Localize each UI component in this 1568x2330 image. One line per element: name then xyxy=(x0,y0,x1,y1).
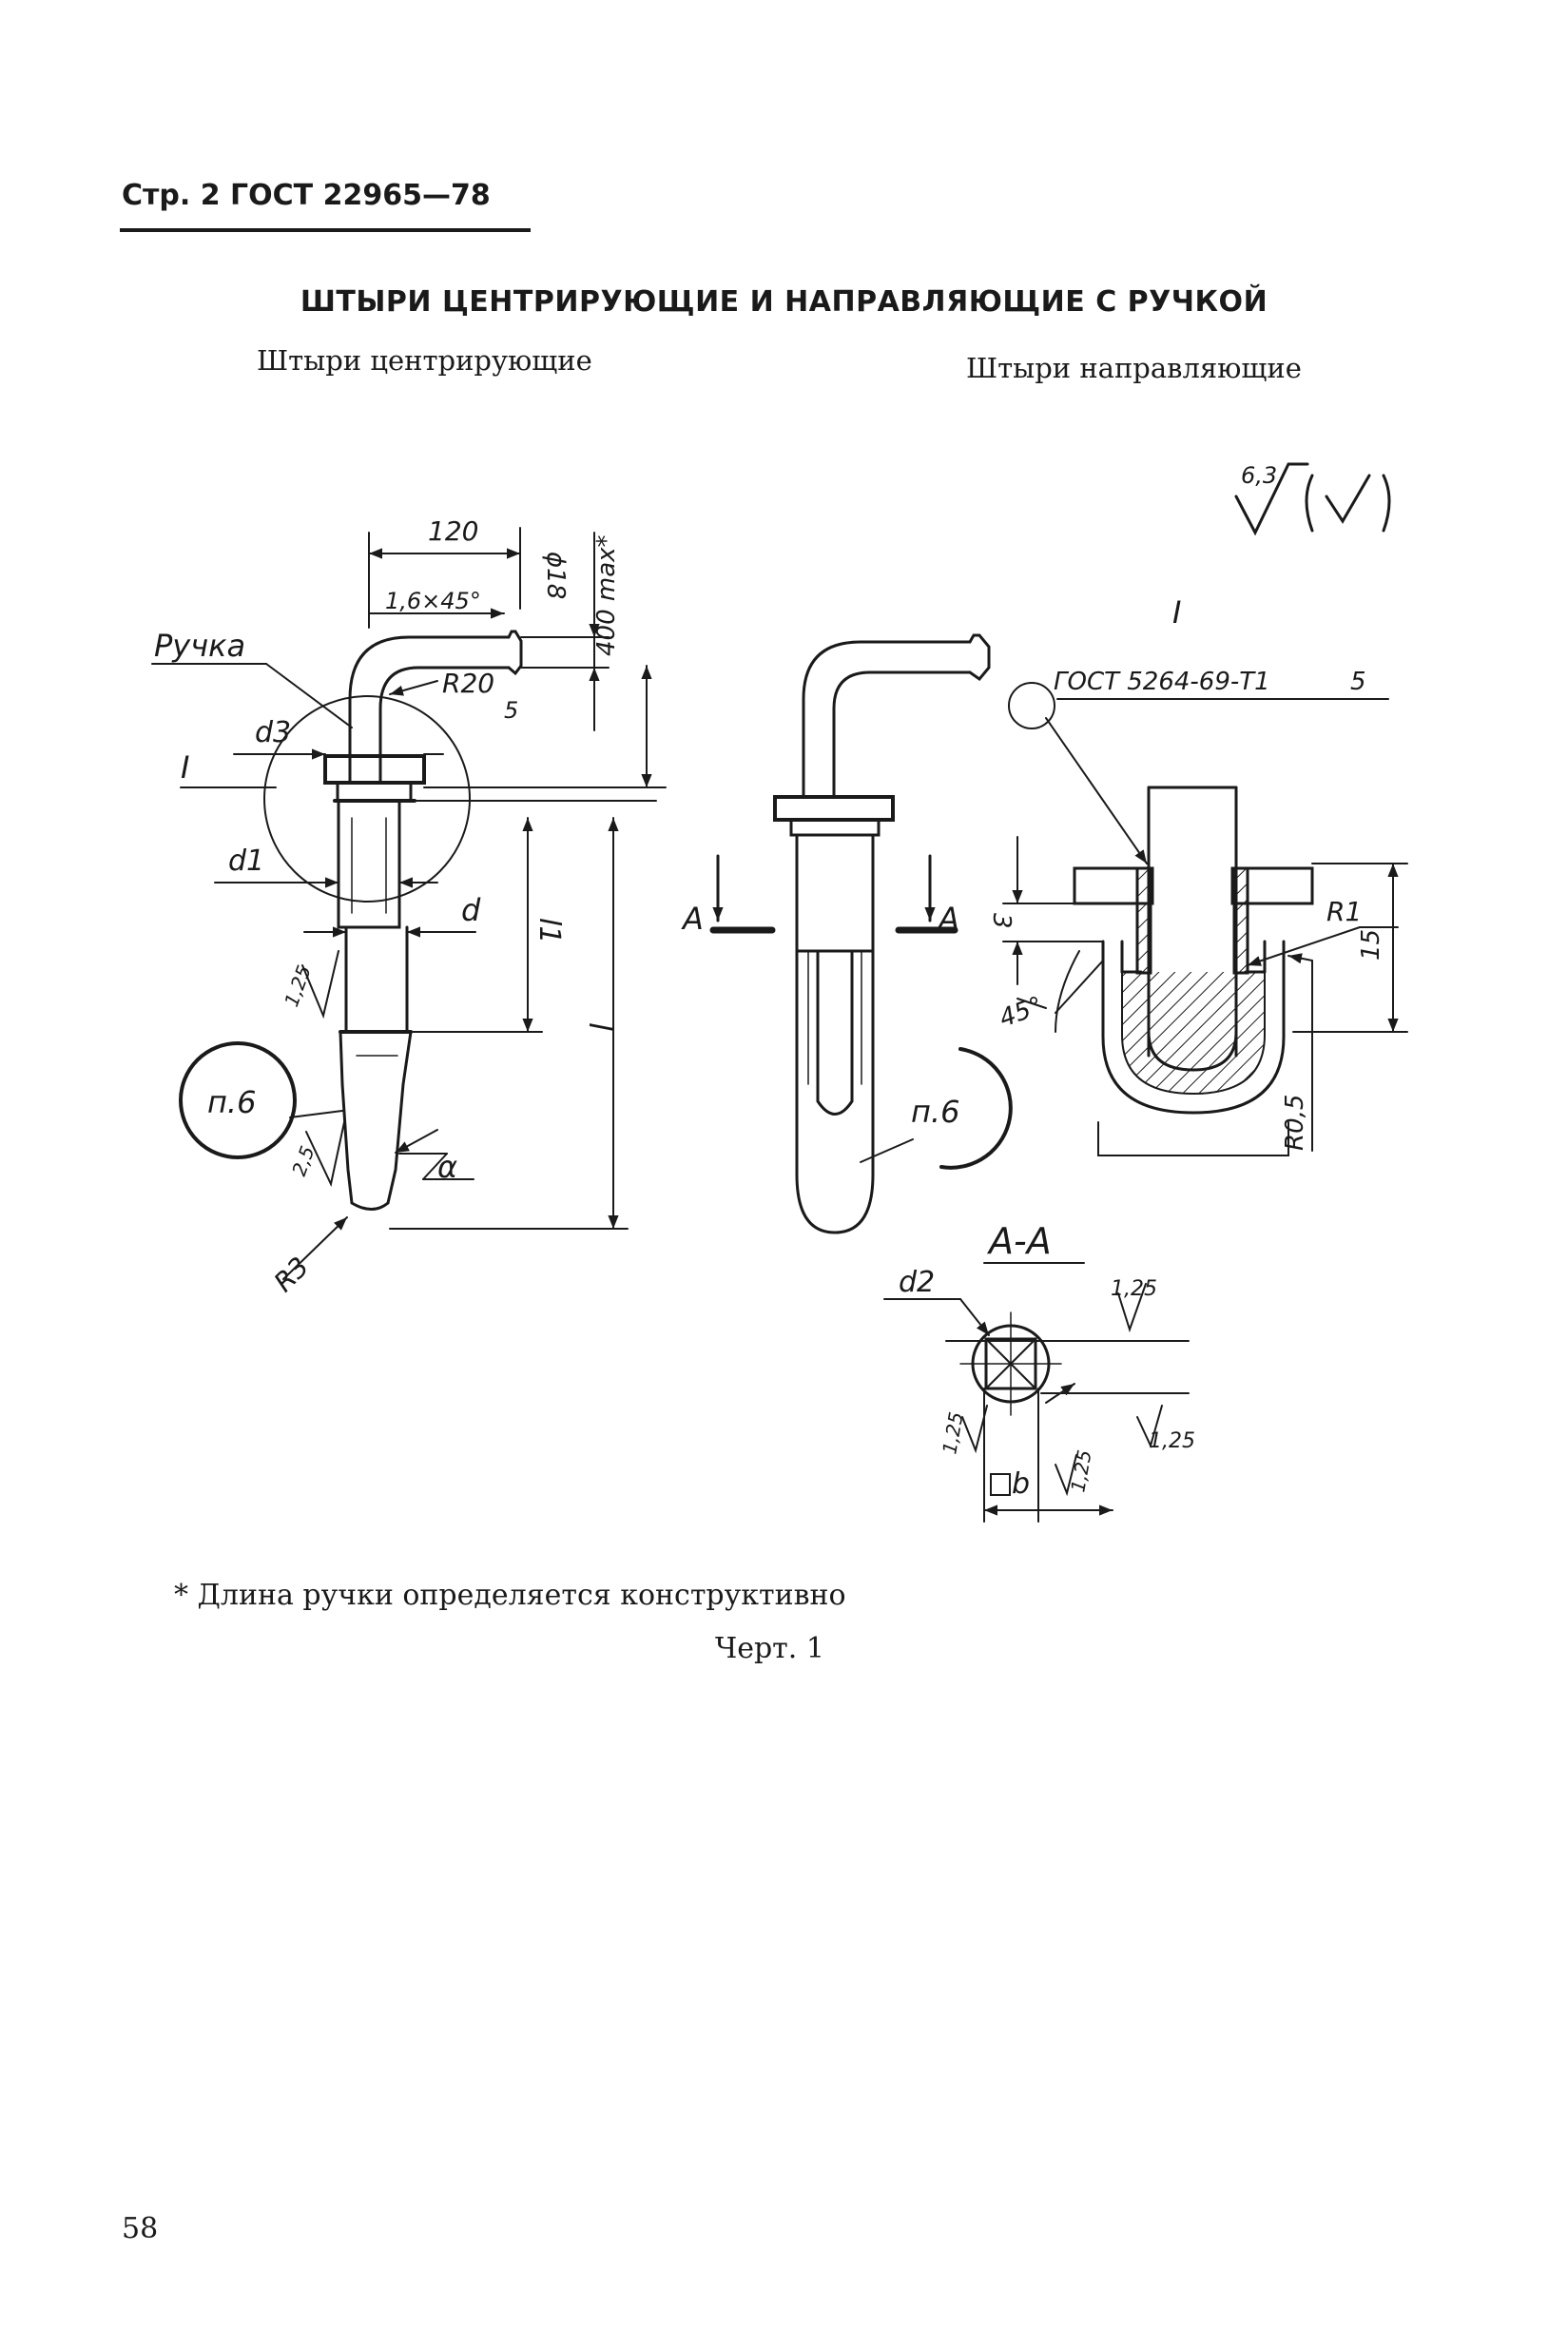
section-mark-A-left: A xyxy=(681,901,704,937)
label-d: d xyxy=(461,892,481,928)
label-5: 5 xyxy=(504,697,518,724)
subtitle-guide-pins: Штыри направляющие xyxy=(966,352,1302,384)
label-alpha: α xyxy=(437,1149,457,1185)
page-header: Стр. 2 ГОСТ 22965—78 xyxy=(122,179,491,212)
page-number: 58 xyxy=(122,2212,159,2245)
figure-caption: Черт. 1 xyxy=(715,1632,824,1665)
dim-400-max: 400 max* xyxy=(592,534,621,656)
detail-dimensions xyxy=(1002,836,1408,1152)
label-dim-15: 15 xyxy=(1357,929,1385,961)
label-aa-roughness-left: 1,25 xyxy=(938,1410,967,1456)
note-p6-middle: п.6 xyxy=(911,1094,959,1130)
label-d2: d2 xyxy=(899,1266,935,1299)
label-aa-roughness-right: 1,25 xyxy=(1149,1429,1195,1453)
surface-roughness-symbol xyxy=(1234,462,1391,536)
label-b: b xyxy=(1012,1467,1030,1501)
label-d1: d1 xyxy=(228,845,264,878)
label-l: l xyxy=(582,1022,618,1031)
detail-I-view xyxy=(1008,682,1389,1156)
left-roughness-marks xyxy=(301,950,345,1188)
label-l1: l1 xyxy=(532,918,566,943)
dim-diameter-18: ϕ18 xyxy=(541,552,570,599)
label-aa-roughness-top: 1,25 xyxy=(1111,1277,1157,1301)
label-gost-weld: ГОСТ 5264-69-Т1 xyxy=(1054,668,1270,696)
label-detail-I: I xyxy=(1172,594,1181,631)
section-markers xyxy=(709,854,958,934)
note-circle-middle xyxy=(939,1047,1013,1170)
label-weld-5: 5 xyxy=(1350,668,1366,696)
label-view-I: I xyxy=(181,749,189,786)
subtitle-centering-pins: Штыри центрирующие xyxy=(257,344,592,377)
footnote: * Длина ручки определяется конструктивно xyxy=(174,1579,846,1612)
label-r05: R0,5 xyxy=(1281,1095,1309,1151)
dim-120: 120 xyxy=(428,515,478,547)
label-45-deg: 45° xyxy=(996,992,1047,1034)
label-r20: R20 xyxy=(442,668,494,699)
centering-pin-left-view xyxy=(263,630,523,1211)
note-p6-left: п.6 xyxy=(207,1084,256,1120)
page-title: ШТЫРИ ЦЕНТРИРУЮЩИЕ И НАПРАВЛЯЮЩИЕ С РУЧК… xyxy=(300,285,1268,319)
left-dimensions xyxy=(151,527,667,1280)
guide-pin-middle-view xyxy=(773,633,991,1234)
label-r3: R3 xyxy=(268,1251,316,1298)
section-A-A xyxy=(883,1262,1190,1523)
roughness-value: 6,3 xyxy=(1241,462,1277,489)
label-aa-roughness-bottom: 1,25 xyxy=(1066,1448,1095,1494)
label-section-AA: А-А xyxy=(986,1220,1052,1262)
header-rule xyxy=(120,228,531,232)
section-mark-A-right: A xyxy=(937,901,959,937)
label-dim-3: 3 xyxy=(987,913,1016,929)
dim-chamfer: 1,6×45° xyxy=(385,588,481,614)
note-circle-left xyxy=(179,1041,297,1159)
label-r1: R1 xyxy=(1326,896,1362,927)
label-handle: Ручка xyxy=(154,628,245,664)
label-d3: d3 xyxy=(255,716,291,749)
